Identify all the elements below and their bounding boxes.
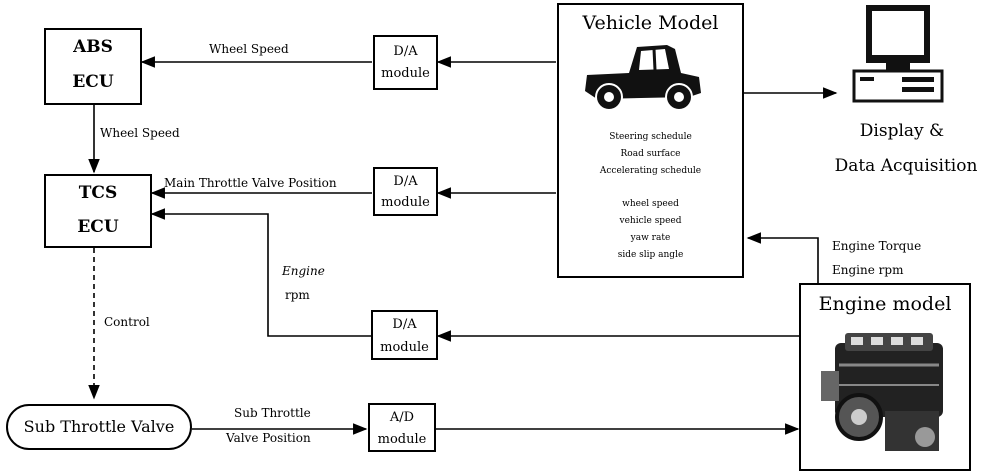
label-engine: Engine bbox=[282, 265, 325, 277]
label-rpm: rpm bbox=[285, 289, 310, 301]
ad-module-line2: module bbox=[370, 433, 434, 446]
tcs-ecu-line1: TCS bbox=[46, 185, 150, 202]
da-module-1-line1: D/A bbox=[375, 45, 436, 58]
pickup-truck-icon bbox=[581, 37, 705, 115]
vehicle-input-steering: Steering schedule bbox=[559, 133, 742, 142]
vehicle-input-accelerating: Accelerating schedule bbox=[559, 167, 742, 176]
label-engine-rpm: Engine rpm bbox=[832, 264, 903, 276]
da-module-3-line1: D/A bbox=[373, 318, 436, 331]
vehicle-input-road: Road surface bbox=[559, 150, 742, 159]
sub-throttle-valve-label: Sub Throttle Valve bbox=[8, 419, 190, 435]
desktop-computer-icon bbox=[852, 3, 944, 105]
abs-ecu-line2: ECU bbox=[46, 74, 140, 91]
label-wheel-speed-top: Wheel Speed bbox=[209, 43, 289, 55]
arrow-engine-to-vehicle bbox=[748, 238, 818, 284]
abs-ecu-box: ABS ECU bbox=[44, 28, 142, 105]
label-sub-throttle-line2: Valve Position bbox=[226, 432, 311, 444]
label-sub-throttle-line1: Sub Throttle bbox=[234, 407, 311, 419]
label-wheel-speed-vertical: Wheel Speed bbox=[100, 127, 180, 139]
display-label-line2: Data Acquisition bbox=[820, 158, 992, 175]
label-main-throttle: Main Throttle Valve Position bbox=[164, 177, 337, 189]
engine-model-box: Engine model bbox=[799, 283, 971, 471]
tcs-ecu-box: TCS ECU bbox=[44, 174, 152, 248]
arrow-da3-to-tcs bbox=[152, 214, 372, 336]
display-label-line1: Display & bbox=[834, 123, 970, 140]
da-module-2: D/A module bbox=[373, 167, 438, 216]
da-module-3: D/A module bbox=[371, 310, 438, 360]
engine-icon bbox=[815, 325, 961, 463]
ad-module-line1: A/D bbox=[370, 411, 434, 424]
vehicle-output-vehicle-speed: vehicle speed bbox=[559, 217, 742, 226]
engine-model-title: Engine model bbox=[801, 295, 969, 314]
vehicle-model-box: Vehicle Model Steering schedule Road sur… bbox=[557, 3, 744, 278]
da-module-2-line1: D/A bbox=[375, 175, 436, 188]
da-module-1-line2: module bbox=[375, 67, 436, 80]
sub-throttle-valve-box: Sub Throttle Valve bbox=[6, 404, 192, 450]
vehicle-output-side-slip: side slip angle bbox=[559, 251, 742, 260]
label-engine-torque: Engine Torque bbox=[832, 240, 921, 252]
da-module-3-line2: module bbox=[373, 341, 436, 354]
abs-ecu-line1: ABS bbox=[46, 39, 140, 56]
da-module-1: D/A module bbox=[373, 35, 438, 90]
label-control: Control bbox=[104, 316, 150, 328]
vehicle-output-wheel-speed: wheel speed bbox=[559, 200, 742, 209]
vehicle-output-yaw-rate: yaw rate bbox=[559, 234, 742, 243]
tcs-ecu-line2: ECU bbox=[46, 219, 150, 236]
da-module-2-line2: module bbox=[375, 196, 436, 209]
vehicle-model-title: Vehicle Model bbox=[559, 14, 742, 33]
ad-module: A/D module bbox=[368, 403, 436, 452]
